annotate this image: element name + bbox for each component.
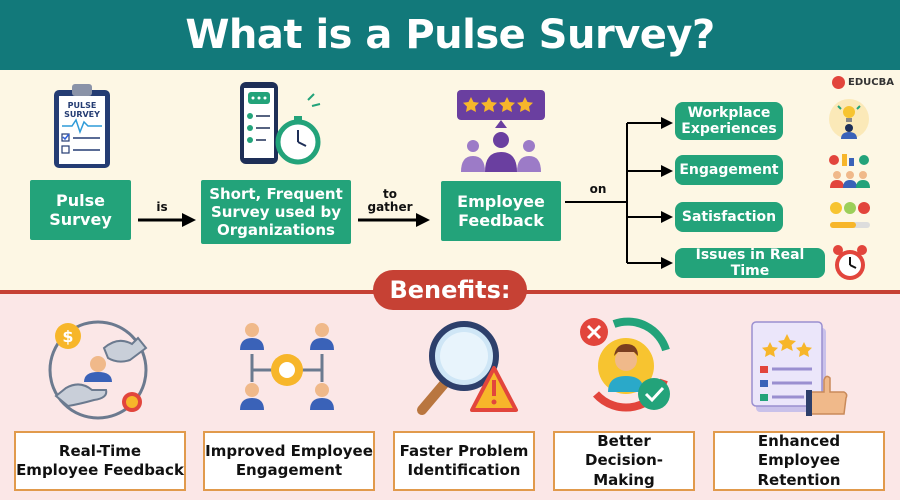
idea-person-icon: [829, 99, 869, 139]
network-gear-icon: [240, 323, 334, 410]
target-workplace-experiences: Workplace Experiences: [675, 102, 783, 140]
target-satisfaction: Satisfaction: [675, 202, 783, 232]
benefit-better-decision-making: Better Decision-Making: [553, 431, 695, 491]
decision-person-icon: [580, 317, 670, 412]
benefits-heading: Benefits:: [373, 270, 527, 310]
employee-feedback-box: Employee Feedback: [441, 181, 561, 241]
rated-document-icon: [751, 321, 848, 416]
engagement-team-icon: [829, 154, 870, 188]
rating-people-icon: [457, 90, 545, 172]
satisfaction-emoji-icon: [830, 202, 870, 228]
is-label: is: [156, 200, 168, 214]
benefit-real-time-feedback: Real-Time Employee Feedback: [14, 431, 186, 491]
page-title: What is a Pulse Survey?: [185, 12, 715, 58]
definition-box: Short, Frequent Survey used by Organizat…: [201, 180, 351, 244]
alarm-clock-icon: [833, 245, 867, 280]
header-banner: What is a Pulse Survey?: [0, 0, 900, 70]
phone-stopwatch-icon: [240, 82, 321, 165]
on-label: on: [589, 182, 607, 196]
benefit-enhanced-retention: Enhanced Employee Retention: [713, 431, 885, 491]
pulse-survey-box: Pulse Survey: [30, 180, 131, 240]
target-engagement: Engagement: [675, 155, 783, 185]
to-gather-label: to gather: [367, 187, 413, 215]
benefit-faster-problem-identification: Faster Problem Identification: [393, 431, 535, 491]
arrow-right-icon-2: [358, 213, 430, 227]
svg-text:$: $: [62, 327, 73, 346]
target-issues-real-time: Issues in Real Time: [675, 247, 825, 279]
brand-logo: EDUCBA: [832, 76, 894, 89]
benefit-improved-engagement: Improved Employee Engagement: [203, 431, 375, 491]
magnifier-warning-icon: [417, 321, 518, 415]
hands-feedback-icon: $: [48, 320, 148, 420]
brand-name: EDUCBA: [848, 77, 894, 88]
branch-connector: [565, 117, 673, 269]
arrow-right-icon: [138, 213, 196, 227]
brand-logo-icon: [832, 76, 845, 89]
